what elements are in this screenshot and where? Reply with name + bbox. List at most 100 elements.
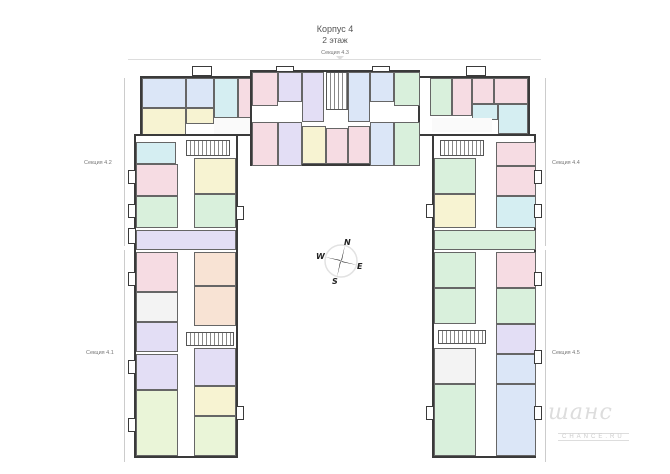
balcony: [276, 66, 294, 72]
staircase: [440, 140, 484, 156]
balcony: [534, 204, 542, 218]
corridor: [432, 118, 492, 132]
svg-text:N: N: [344, 238, 351, 247]
apartment-room: [136, 142, 176, 164]
apartment-room: [194, 286, 236, 326]
section-4-3-label: Секция 4.3: [321, 50, 349, 56]
section-4-4-label: Секция 4.4: [552, 160, 580, 166]
apartment-room: [194, 252, 236, 286]
chance-watermark: шанс CHANCE.RU: [548, 400, 668, 443]
apartment-room: [136, 322, 178, 352]
apartment-room: [278, 72, 302, 102]
apartment-room: [496, 354, 536, 384]
apartment-room: [434, 288, 476, 324]
apartment-room: [136, 292, 178, 322]
apartment-room: [136, 390, 178, 456]
apartment-room: [278, 122, 302, 166]
balcony: [128, 228, 136, 244]
apartment-room: [472, 78, 494, 104]
apartment-room: [496, 252, 536, 288]
balcony: [128, 360, 136, 374]
balcony: [128, 272, 136, 286]
balcony: [534, 406, 542, 420]
svg-text:S: S: [332, 277, 338, 286]
apartment-room: [194, 158, 236, 194]
apartment-room: [194, 386, 236, 416]
staircase: [438, 330, 486, 344]
section-4-2-bracket: [124, 78, 130, 246]
section-4-5-label: Секция 4.5: [552, 350, 580, 356]
apartment-room: [348, 126, 370, 164]
apartment-room: [194, 416, 236, 456]
apartment-room: [434, 348, 476, 384]
apartment-room: [394, 72, 420, 106]
apartment-room: [434, 384, 476, 456]
apartment-room: [430, 78, 452, 116]
section-4-3-bracket: [128, 59, 541, 60]
balcony: [236, 406, 244, 420]
staircase: [186, 332, 234, 346]
apartment-room: [214, 78, 238, 118]
apartment-room: [252, 72, 278, 106]
corridor: [214, 118, 254, 134]
apartment-room: [186, 78, 214, 108]
svg-text:W: W: [316, 252, 326, 261]
balcony: [192, 66, 212, 76]
section-4-5-bracket: [540, 250, 546, 462]
apartment-room: [496, 288, 536, 324]
apartment-room: [434, 194, 476, 228]
balcony: [236, 206, 244, 220]
apartment-room: [136, 164, 178, 196]
balcony: [534, 350, 542, 364]
apartment-room: [496, 166, 536, 196]
apartment-room: [434, 252, 476, 288]
apartment-room: [136, 230, 236, 250]
building-title: Корпус 4: [316, 24, 354, 34]
apartment-room: [142, 78, 186, 108]
right-wing-plan: [432, 134, 536, 458]
apartment-room: [370, 72, 394, 102]
apartment-room: [194, 348, 236, 386]
compass-rose-icon: N W E S: [312, 236, 368, 286]
section-4-1-label: Секция 4.1: [86, 350, 114, 356]
apartment-room: [496, 384, 536, 456]
balcony: [128, 204, 136, 218]
apartment-room: [186, 108, 214, 124]
apartment-room: [302, 72, 324, 122]
apartment-room: [302, 126, 326, 164]
balcony: [534, 272, 542, 286]
balcony: [426, 204, 434, 218]
apartment-room: [252, 122, 278, 166]
staircase: [326, 72, 348, 110]
apartment-room: [348, 72, 370, 122]
apartment-room: [394, 122, 420, 166]
section-4-2-label: Секция 4.2: [84, 160, 112, 166]
apartment-room: [496, 142, 536, 166]
balcony: [128, 170, 136, 184]
apartment-room: [496, 196, 536, 228]
bracket-notch: [336, 56, 344, 60]
left-wing-plan: [134, 134, 238, 458]
apartment-room: [136, 196, 178, 228]
apartment-room: [326, 128, 348, 164]
apartment-room: [136, 354, 178, 390]
apartment-room: [498, 104, 528, 134]
apartment-room: [194, 194, 236, 228]
balcony: [128, 418, 136, 432]
apartment-room: [452, 78, 472, 116]
balcony: [466, 66, 486, 76]
apartment-room: [434, 230, 536, 250]
section-4-1-bracket: [124, 250, 130, 462]
apartment-room: [494, 78, 528, 104]
watermark-domain: CHANCE.RU: [558, 433, 629, 441]
balcony: [534, 170, 542, 184]
apartment-room: [370, 122, 394, 166]
balcony: [372, 66, 390, 72]
apartment-room: [496, 324, 536, 354]
watermark-script: шанс: [548, 400, 613, 425]
svg-text:E: E: [357, 262, 363, 271]
balcony: [426, 406, 434, 420]
apartment-room: [142, 108, 186, 136]
staircase: [186, 140, 230, 156]
floor-title: 2 этаж: [322, 35, 348, 45]
